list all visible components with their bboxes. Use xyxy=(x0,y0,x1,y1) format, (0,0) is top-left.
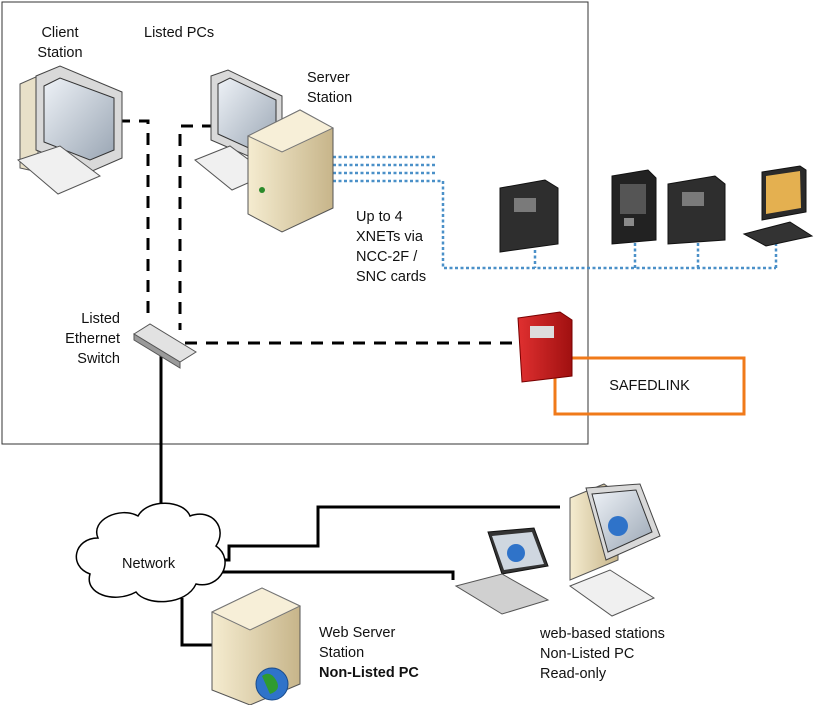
web-server-icon xyxy=(210,587,302,705)
web-pc-icon xyxy=(568,483,661,617)
fire-panel-1-icon xyxy=(499,179,559,253)
server-station-label: Server Station xyxy=(307,70,353,106)
safedlink-box xyxy=(553,356,746,416)
network-label: Network xyxy=(122,556,176,572)
server-station-icon xyxy=(194,69,335,233)
ethernet-links xyxy=(118,119,515,345)
ethernet-switch-icon xyxy=(133,323,197,369)
client-station-label: Client Station xyxy=(37,25,83,61)
xnets-label: Up to 4 XNETs via NCC-2F / SNC cards xyxy=(356,209,427,285)
listed-pcs-frame xyxy=(1,1,589,445)
fire-panel-2-icon xyxy=(611,169,657,245)
ethernet-switch-label: Listed Ethernet Switch xyxy=(65,311,120,367)
web-stations-label: web-based stations Non-Listed PC Read-on… xyxy=(540,626,665,682)
safedlink-label: SAFEDLINK xyxy=(609,378,690,394)
laptop-icon xyxy=(454,527,550,615)
client-station-icon xyxy=(17,65,123,195)
xnet-links xyxy=(333,155,778,270)
workstation-icon xyxy=(742,165,814,247)
fire-panel-3-icon xyxy=(667,175,726,245)
network-cloud xyxy=(75,502,226,603)
web-server-type: Non-Listed PC xyxy=(319,665,419,681)
red-fire-panel-icon xyxy=(517,311,573,383)
listed-pcs-label: Listed PCs xyxy=(144,25,215,41)
web-server-label: Web Server Station Non-Listed PC xyxy=(319,625,419,681)
